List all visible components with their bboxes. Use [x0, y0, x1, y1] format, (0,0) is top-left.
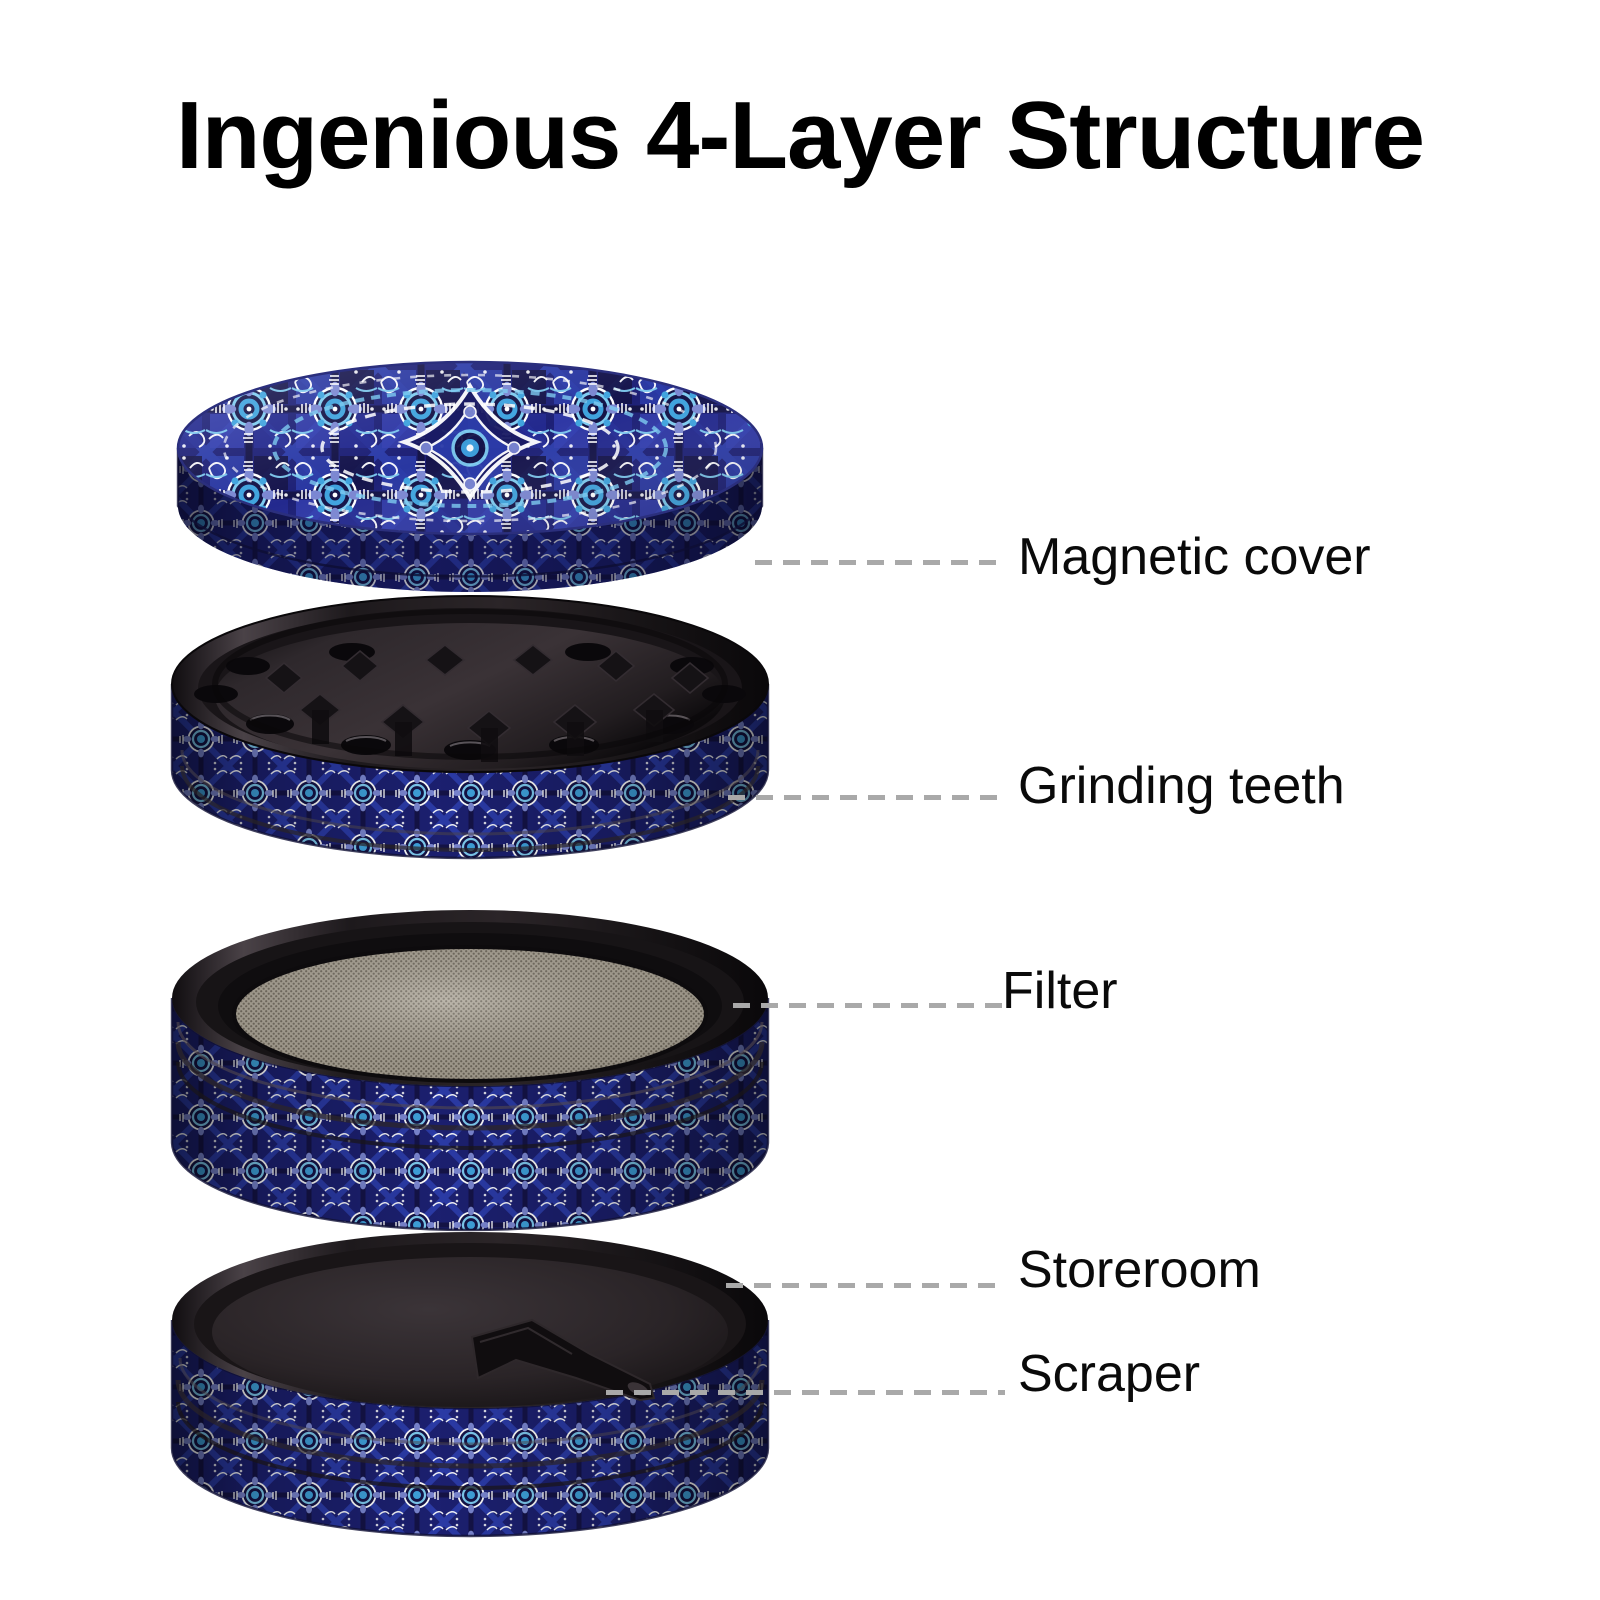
leader-line-grinding-teeth — [728, 795, 1005, 800]
label-scraper: Scraper — [1018, 1345, 1201, 1403]
leader-line-storeroom — [726, 1283, 1005, 1288]
page-title: Ingenious 4-Layer Structure — [176, 82, 1425, 189]
label-magnetic-cover: Magnetic cover — [1018, 528, 1371, 586]
layer-storeroom — [170, 1232, 770, 1538]
label-filter: Filter — [1002, 962, 1118, 1020]
label-storeroom: Storeroom — [1018, 1241, 1261, 1299]
leader-line-filter — [733, 1003, 1005, 1008]
label-grinding-teeth: Grinding teeth — [1018, 757, 1345, 815]
leader-line-magnetic-cover — [755, 560, 1005, 565]
leader-line-scraper — [606, 1390, 1005, 1395]
product-illustration — [120, 280, 820, 1570]
layer-magnetic-cover — [176, 360, 764, 592]
layer-grinding-teeth — [170, 595, 770, 860]
layer-filter — [170, 910, 770, 1232]
